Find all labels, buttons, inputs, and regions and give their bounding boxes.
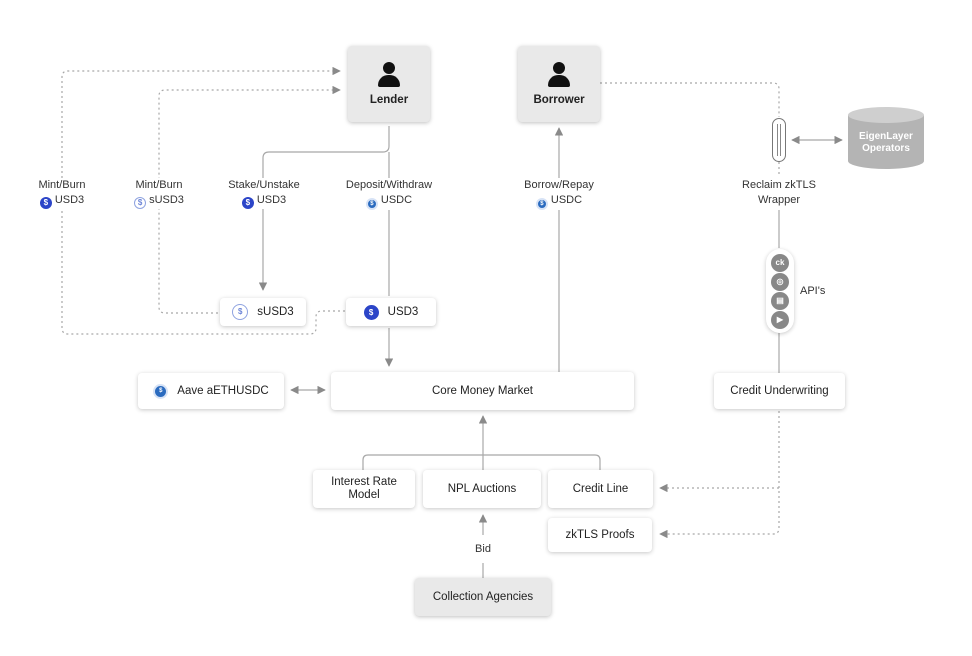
- ck-icon: ck: [771, 254, 789, 272]
- interest-rate-model-label: Interest Rate Model: [331, 476, 397, 501]
- token-text: USDC: [550, 194, 583, 206]
- collection-agencies-label: Collection Agencies: [432, 591, 534, 603]
- label-token: $USDC: [518, 193, 600, 210]
- credit-line-box[interactable]: Credit Line: [548, 470, 653, 508]
- token-text: USD3: [256, 194, 287, 206]
- usdc-token-icon: $: [365, 198, 378, 210]
- api-stack[interactable]: ck ◎ ▤ ▶: [766, 249, 794, 333]
- npl-auctions-box[interactable]: NPL Auctions: [423, 470, 541, 508]
- label-token: $USD3: [30, 193, 94, 209]
- bank-icon: ▤: [771, 292, 789, 310]
- susd3-token-icon: $: [134, 197, 147, 209]
- lender-label: Lender: [369, 94, 409, 106]
- susd3-box[interactable]: $ sUSD3: [220, 298, 306, 326]
- token-text: USD3: [54, 194, 85, 206]
- usd3-token-icon: $: [363, 304, 379, 320]
- zktls-wrapper-icon[interactable]: [772, 118, 786, 162]
- borrow-repay-label: Borrow/Repay $USDC: [518, 178, 600, 210]
- play-icon: ▶: [771, 311, 789, 329]
- lender-node[interactable]: Lender: [348, 46, 430, 122]
- stake-unstake-label: Stake/Unstake $USD3: [222, 178, 306, 209]
- label-line: Stake/Unstake: [228, 179, 300, 191]
- mint-burn-usd3-label: Mint/Burn $USD3: [30, 178, 94, 209]
- zktls-proofs-box[interactable]: zkTLS Proofs: [548, 518, 652, 552]
- label-line: Operators: [862, 143, 910, 154]
- usdc-token-icon: $: [535, 198, 548, 210]
- borrower-label: Borrower: [533, 94, 585, 106]
- circle-icon: ◎: [771, 273, 789, 291]
- person-icon: [377, 62, 401, 88]
- label-token: $sUSD3: [126, 193, 192, 209]
- label-line: EigenLayer: [859, 131, 913, 142]
- interest-rate-model-box[interactable]: Interest Rate Model: [313, 470, 415, 508]
- core-money-market-box[interactable]: Core Money Market: [331, 372, 634, 410]
- susd3-token-icon: $: [232, 304, 249, 320]
- token-text: sUSD3: [149, 194, 184, 206]
- usdc-token-icon: $: [153, 383, 169, 399]
- reclaim-wrapper-label: Reclaim zkTLS Wrapper: [734, 178, 824, 208]
- borrower-node[interactable]: Borrower: [518, 46, 600, 122]
- apis-label: API's: [800, 285, 826, 297]
- aave-box[interactable]: $ Aave aETHUSDC: [138, 373, 284, 409]
- label-token: $USDC: [340, 193, 438, 210]
- label-line: Mint/Burn: [38, 179, 86, 191]
- credit-underwriting-label: Credit Underwriting: [730, 385, 829, 397]
- npl-auctions-label: NPL Auctions: [447, 483, 517, 495]
- token-text: USDC: [380, 194, 413, 206]
- database-icon[interactable]: EigenLayer Operators: [848, 107, 924, 169]
- label-token: $USD3: [222, 193, 306, 209]
- zktls-proofs-label: zkTLS Proofs: [565, 529, 635, 541]
- label-line: Mint/Burn: [135, 179, 183, 191]
- aave-box-label: Aave aETHUSDC: [177, 385, 269, 397]
- usd3-token-icon: $: [241, 197, 254, 209]
- usd3-token-icon: $: [39, 197, 52, 209]
- eigenlayer-label: EigenLayer Operators: [848, 131, 924, 155]
- collection-agencies-box[interactable]: Collection Agencies: [415, 578, 551, 616]
- core-money-market-label: Core Money Market: [432, 385, 533, 397]
- mint-burn-susd3-label: Mint/Burn $sUSD3: [126, 178, 192, 209]
- label-line: Borrow/Repay: [524, 179, 594, 191]
- label-line: Deposit/Withdraw: [345, 179, 433, 191]
- usd3-box-label: USD3: [387, 306, 419, 318]
- person-icon: [547, 62, 571, 88]
- deposit-withdraw-label: Deposit/Withdraw $USDC: [340, 178, 438, 210]
- bid-label: Bid: [470, 542, 496, 557]
- credit-underwriting-box[interactable]: Credit Underwriting: [714, 373, 845, 409]
- usd3-box[interactable]: $ USD3: [346, 298, 436, 326]
- credit-line-label: Credit Line: [572, 483, 629, 495]
- label-line: Reclaim zkTLS: [742, 179, 816, 191]
- susd3-box-label: sUSD3: [257, 306, 294, 318]
- label-line: Wrapper: [758, 194, 800, 206]
